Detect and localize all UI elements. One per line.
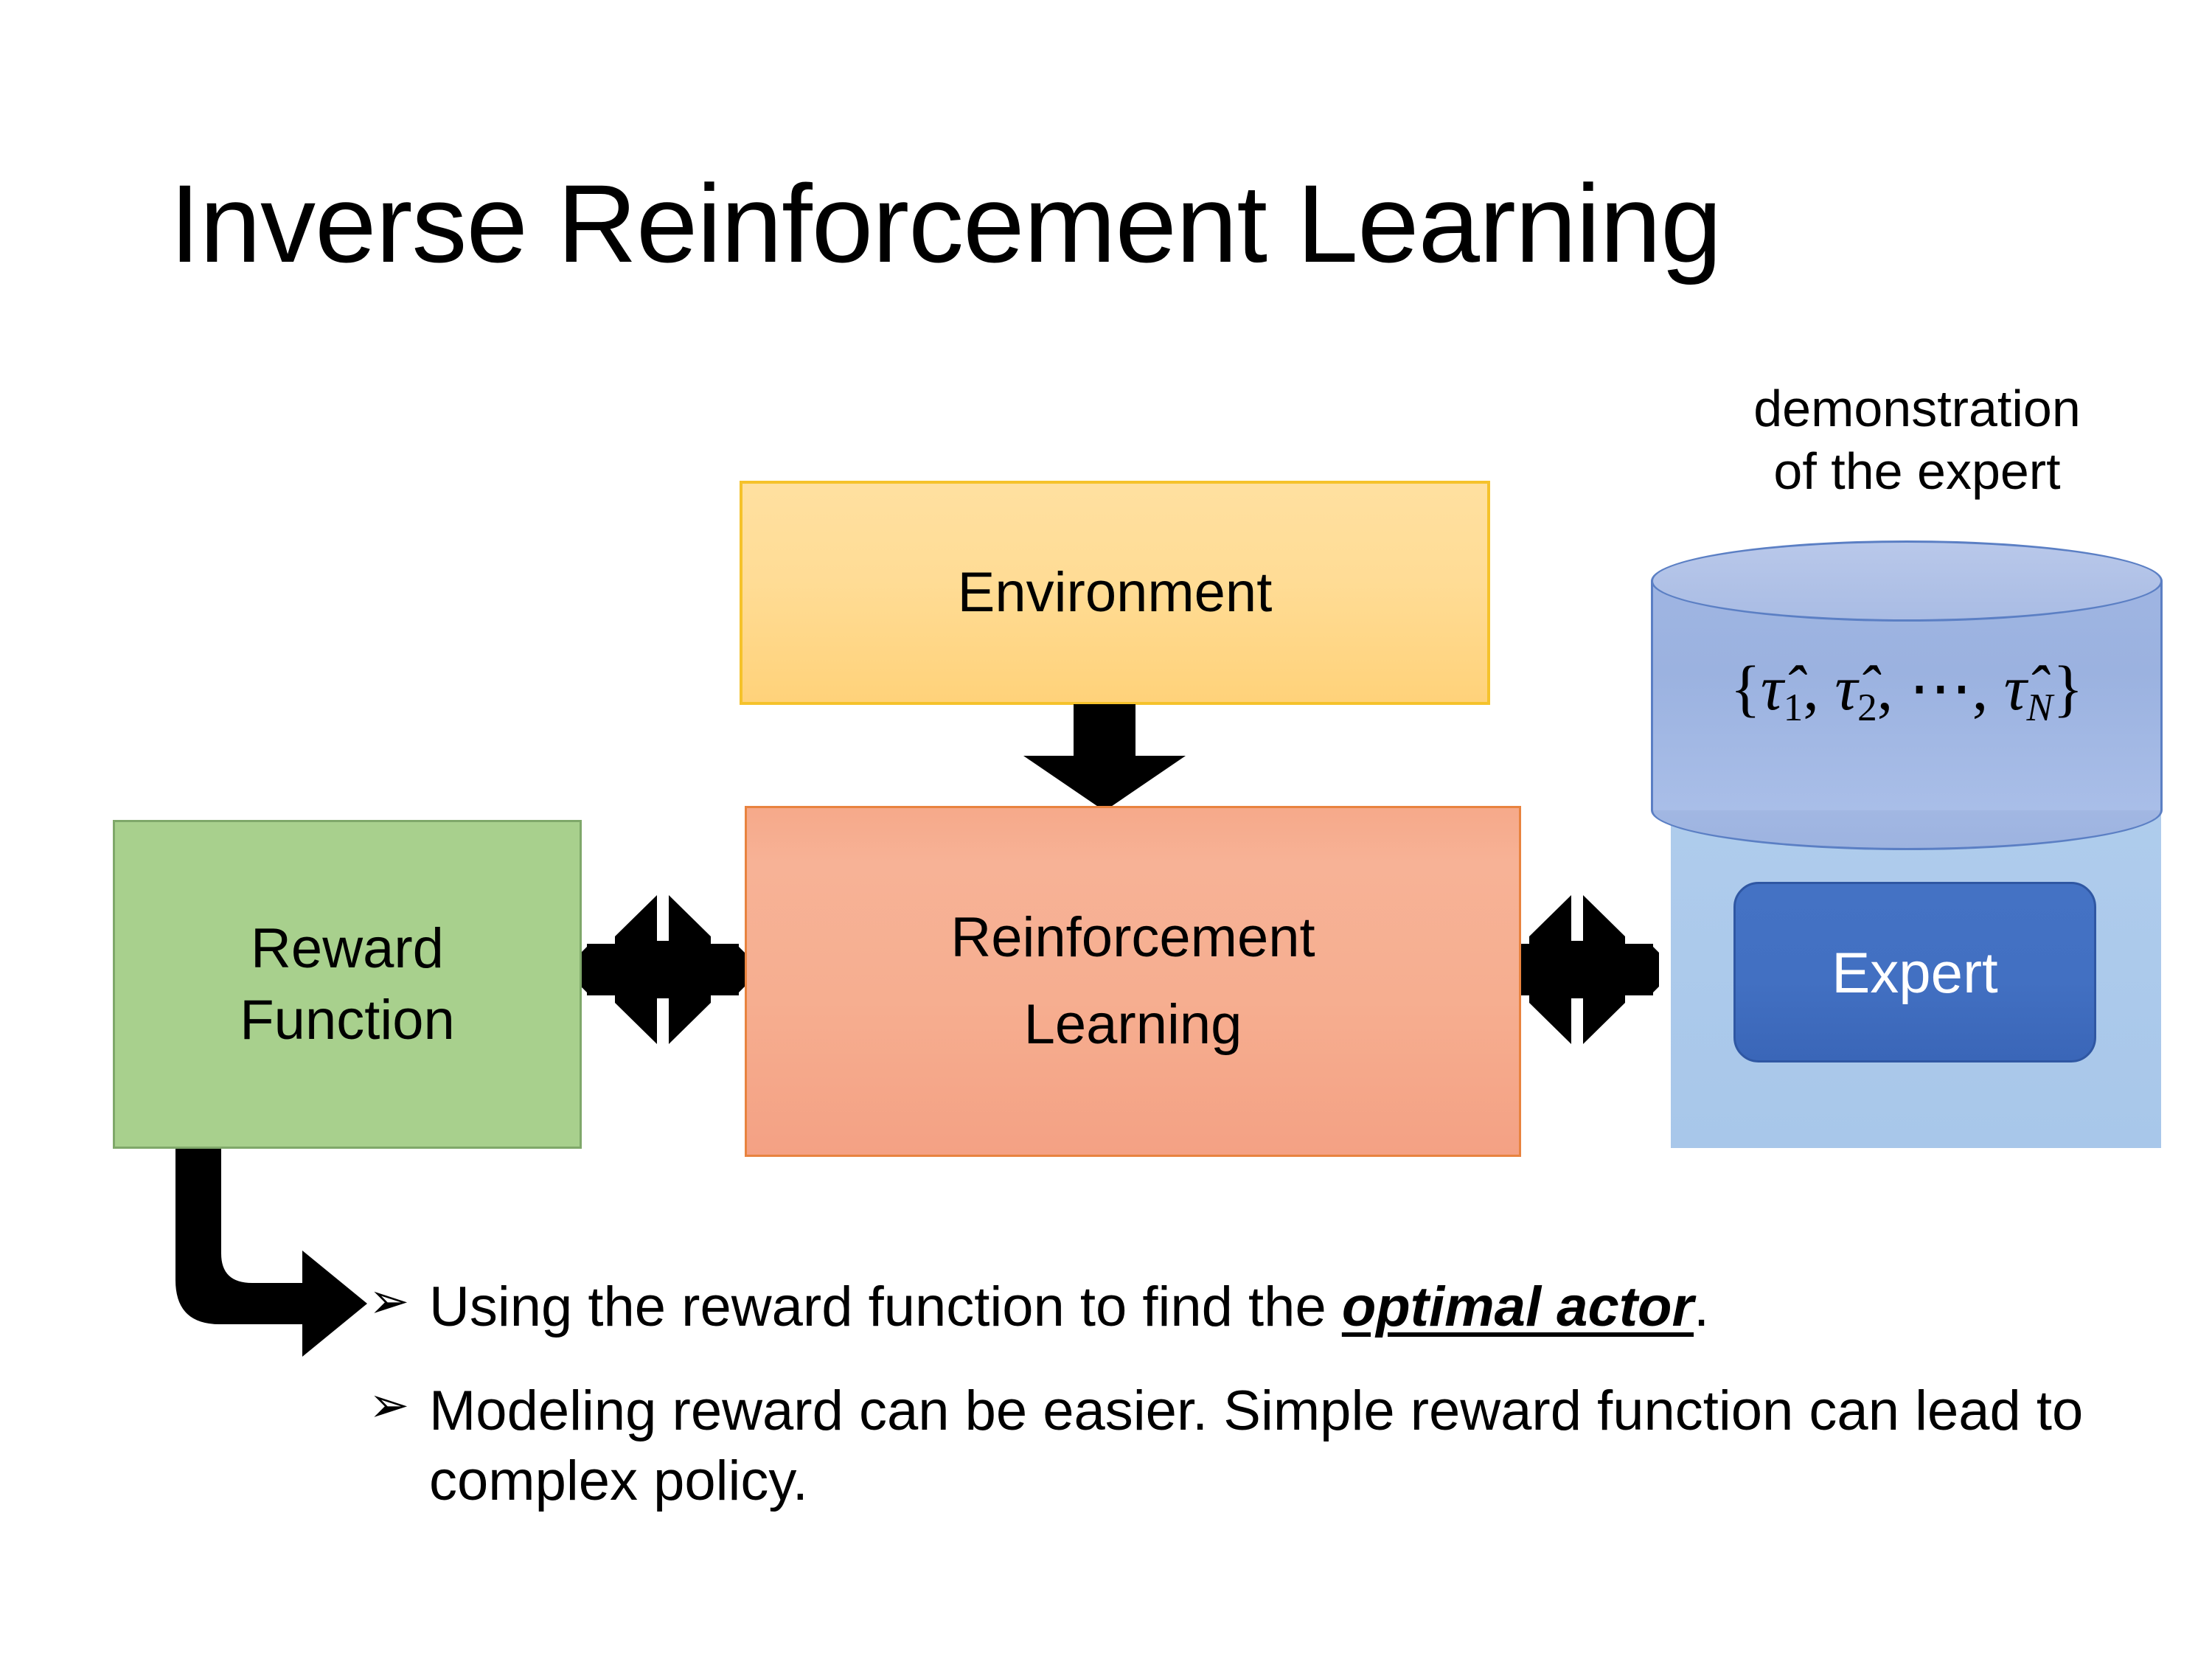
rl-label-line1: Reinforcement (950, 906, 1315, 970)
bullet-list: ➢ Using the reward function to find the … (369, 1272, 2109, 1550)
four-way-arrow-icon (581, 895, 745, 1044)
reward-function-label-line1: Reward (251, 917, 444, 980)
page-title: Inverse Reinforcement Learning (170, 161, 1722, 285)
formula-term-n: τ̂ (2003, 653, 2027, 723)
bullet-arrow-icon: ➢ (369, 1377, 410, 1432)
reward-function-box-label: Reward Function (240, 913, 455, 1057)
bullet-2-prefix: Modeling reward can be easier. Simple re… (429, 1380, 2084, 1512)
cylinder-top-ellipse (1651, 540, 2163, 622)
bullet-1-prefix: Using the reward function to find the (429, 1276, 1342, 1338)
formula-separator-1: , (1803, 653, 1835, 723)
bullet-1-suffix: . (1694, 1276, 1710, 1338)
formula-open-brace: { (1730, 653, 1761, 723)
reinforcement-learning-box-label: Reinforcement Learning (950, 894, 1315, 1068)
reinforcement-learning-box[interactable]: Reinforcement Learning (745, 806, 1521, 1157)
formula-term-1-subscript: 1 (1783, 684, 1804, 729)
reward-function-box[interactable]: Reward Function (113, 820, 582, 1149)
environment-box[interactable]: Environment (740, 481, 1490, 705)
bullet-text-2: Modeling reward can be easier. Simple re… (429, 1376, 2109, 1516)
rl-label-line2: Learning (1023, 993, 1242, 1056)
list-item: ➢ Using the reward function to find the … (369, 1272, 2109, 1342)
list-item: ➢ Modeling reward can be easier. Simple … (369, 1376, 2109, 1516)
down-arrow-icon (1023, 704, 1186, 811)
demonstration-caption: demonstration of the expert (1652, 378, 2183, 504)
trajectory-set-formula: {τ̂1, τ̂2, ⋯, τ̂N} (1651, 651, 2163, 730)
four-way-arrow-icon (1495, 895, 1659, 1044)
reward-function-label-line2: Function (240, 989, 455, 1051)
environment-box-label: Environment (957, 561, 1273, 625)
demonstration-caption-line1: demonstration (1753, 380, 2081, 437)
demonstration-caption-line2: of the expert (1773, 442, 2061, 501)
formula-term-2-subscript: 2 (1857, 684, 1877, 729)
bullet-text-1: Using the reward function to find the op… (429, 1272, 2109, 1342)
formula-separator-3: , (1972, 653, 2004, 723)
formula-ellipsis: ⋯ (1908, 653, 1972, 723)
formula-term-2: τ̂ (1834, 653, 1858, 723)
expert-box-label: Expert (1832, 939, 1998, 1005)
formula-close-brace: } (2053, 653, 2084, 723)
elbow-arrow-icon (175, 1144, 367, 1357)
bullet-arrow-icon: ➢ (369, 1273, 410, 1328)
formula-separator-2: , (1877, 653, 1909, 723)
demonstration-cylinder[interactable]: {τ̂1, τ̂2, ⋯, τ̂N} (1651, 540, 2163, 850)
expert-box[interactable]: Expert (1733, 882, 2096, 1062)
formula-term-n-subscript: N (2026, 684, 2053, 729)
formula-term-1: τ̂ (1760, 653, 1784, 723)
bullet-1-emphasis: optimal actor (1341, 1276, 1694, 1338)
